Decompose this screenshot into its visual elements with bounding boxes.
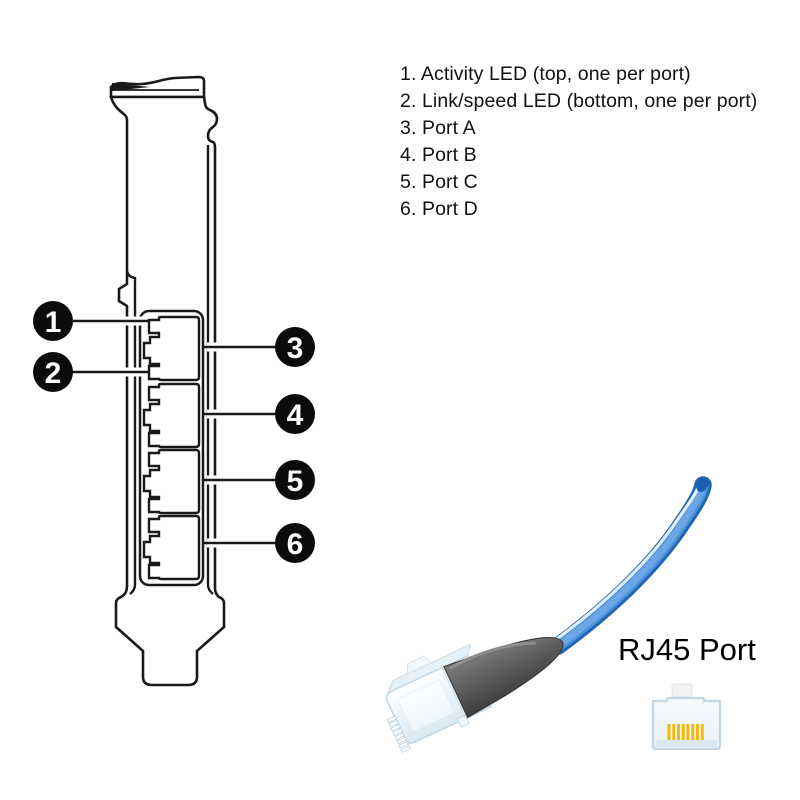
- bracket: [109, 75, 226, 687]
- left-rail-inner-line: [125, 270, 137, 595]
- legend: 1. Activity LED (top, one per port) 2. L…: [400, 61, 757, 223]
- callout-5: 5: [275, 460, 315, 500]
- cable-boot: [443, 637, 564, 719]
- plug-inner-window: [396, 679, 456, 733]
- callout-6-number: 6: [287, 528, 304, 561]
- boot-highlight: [449, 641, 537, 670]
- rj45-port-icon: [651, 683, 722, 751]
- callout-4-number: 4: [287, 399, 304, 432]
- leader-lines: [72, 316, 276, 548]
- callout-3: 3: [275, 327, 315, 367]
- callout-3-number: 3: [287, 332, 304, 365]
- rj45-cable-illustration: [385, 476, 712, 753]
- right-rail-inner-line: [206, 145, 214, 595]
- legend-item-1: 1. Activity LED (top, one per port): [400, 63, 691, 85]
- legend-item-2: 2. Link/speed LED (bottom, one per port): [400, 90, 758, 112]
- legend-item-6: 6. Port D: [400, 198, 478, 220]
- callout-2: 2: [33, 352, 73, 392]
- legend-item-4: 4. Port B: [400, 144, 477, 166]
- callout-2-number: 2: [45, 357, 62, 390]
- bracket-flange-shadow-wedge: [112, 83, 150, 91]
- jack-bottom-strip: [656, 740, 717, 747]
- ethernet-cable: [549, 476, 712, 655]
- callouts: 1 2 3 4 5 6: [33, 301, 315, 563]
- port-b-outline: [142, 382, 201, 449]
- callout-5-number: 5: [287, 465, 304, 498]
- plug-body-seam: [441, 667, 467, 719]
- port-d-outline: [142, 514, 201, 581]
- callout-1: 1: [33, 301, 73, 341]
- plug-latch: [406, 655, 433, 675]
- port-a-outline: [142, 315, 201, 382]
- jack-pins: [667, 724, 704, 740]
- cable-tip: [696, 476, 709, 493]
- callout-6: 6: [275, 523, 315, 563]
- plug-pins: [386, 715, 411, 753]
- jack-latch-tab: [671, 683, 693, 701]
- legend-item-3: 3. Port A: [400, 117, 476, 139]
- bracket-flange: [109, 75, 206, 99]
- port-c-outline: [142, 448, 201, 515]
- legend-item-5: 5. Port C: [400, 171, 478, 193]
- plug-bottom-notch: [456, 714, 470, 728]
- callout-1-number: 1: [45, 306, 62, 339]
- rj45-port-label: RJ45 Port: [618, 632, 756, 667]
- callout-4: 4: [275, 394, 315, 434]
